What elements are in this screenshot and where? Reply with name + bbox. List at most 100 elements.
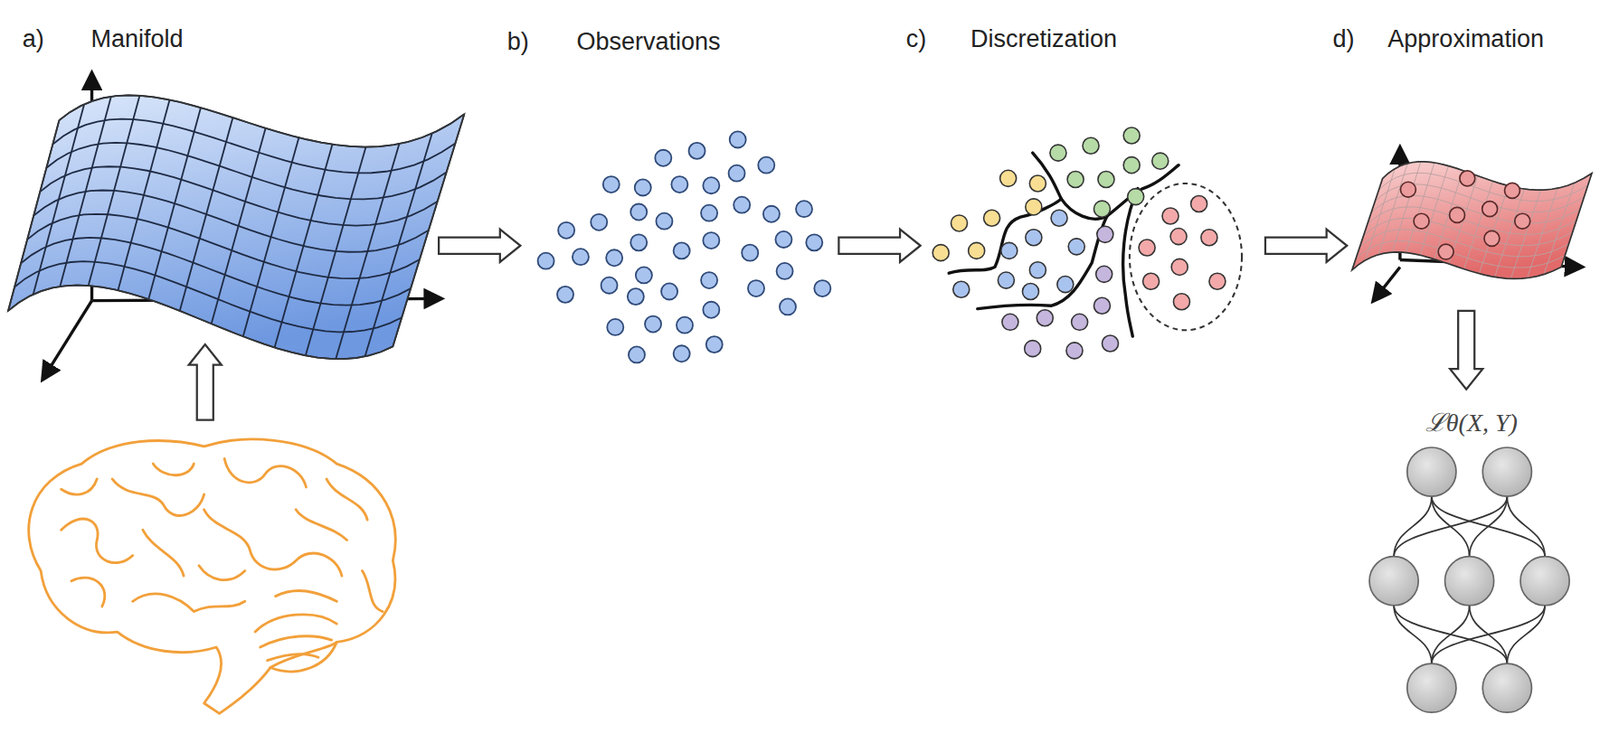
cluster-dot — [1170, 228, 1187, 246]
observation-dot — [776, 263, 794, 280]
grid-line — [1355, 240, 1565, 268]
neural-network — [1369, 447, 1570, 713]
cluster-dot — [1123, 157, 1140, 174]
cluster-dot — [1067, 170, 1084, 188]
observation-dot — [763, 206, 780, 223]
network-neuron — [1445, 557, 1495, 606]
observation-dot — [805, 234, 823, 251]
cluster-dot — [997, 272, 1014, 289]
grid-line — [20, 237, 411, 306]
observation-dot — [661, 283, 678, 300]
network-neuron — [1482, 447, 1532, 497]
observation-dot — [605, 249, 623, 266]
approx-surface — [1352, 161, 1592, 280]
cluster-dot — [1050, 144, 1067, 161]
observation-dot — [606, 319, 624, 336]
cluster-dot — [1162, 208, 1179, 225]
sample-dot — [1449, 207, 1466, 223]
manifold-surface — [8, 94, 464, 360]
discretized-dots — [932, 127, 1226, 360]
network-link — [1393, 496, 1432, 558]
cluster-dot — [1173, 293, 1190, 311]
network-link — [1431, 605, 1470, 664]
cluster-dot — [1096, 265, 1113, 283]
surface-outline — [1352, 161, 1592, 280]
cluster-dot — [968, 242, 985, 259]
network-neuron — [1369, 557, 1419, 606]
sample-dot — [1505, 182, 1521, 199]
observation-dot — [814, 280, 831, 297]
panel-letter: b) — [507, 29, 530, 55]
cluster-dot — [1171, 258, 1188, 275]
cluster-dot — [1123, 127, 1140, 144]
cluster-dot — [1082, 137, 1099, 154]
observation-dot — [557, 286, 574, 303]
observation-dot — [706, 336, 723, 353]
panel-letter: c) — [906, 27, 928, 52]
network-link — [1469, 496, 1508, 558]
cluster-dot — [1025, 229, 1042, 247]
network-link — [1506, 496, 1545, 558]
sample-dot — [1438, 244, 1454, 260]
network-neuron — [1520, 557, 1570, 606]
grid-line — [8, 284, 393, 360]
observation-dot — [702, 302, 720, 319]
surface-fill — [8, 94, 464, 360]
cluster-dot — [953, 281, 970, 298]
observation-dot — [572, 248, 589, 266]
cluster-dot — [1143, 273, 1160, 290]
observation-dot — [702, 232, 720, 249]
panel-title: Manifold — [90, 27, 183, 52]
surface-outline — [8, 94, 464, 360]
cluster-dot — [1066, 342, 1083, 360]
observation-dot — [654, 150, 672, 167]
cluster-dot — [1098, 170, 1115, 188]
network-link — [1393, 605, 1432, 664]
sample-dot — [1413, 213, 1430, 229]
grid-line — [39, 166, 437, 226]
observation-dot — [757, 157, 775, 174]
panel-title: Observations — [576, 29, 720, 55]
sample-dot — [1484, 230, 1500, 247]
observation-dot — [635, 266, 653, 284]
cluster-dot — [1024, 340, 1042, 358]
cluster-dot — [1093, 297, 1110, 314]
network-link — [1431, 605, 1545, 664]
cluster-dot — [1001, 242, 1018, 259]
cluster-dot — [1191, 195, 1208, 212]
grid-line — [1352, 252, 1562, 280]
observation-dot — [634, 179, 652, 196]
brain — [28, 439, 396, 714]
cluster-dot — [1057, 276, 1074, 294]
observation-dot — [630, 204, 647, 221]
observation-dot — [676, 317, 693, 334]
observation-dot — [673, 345, 691, 362]
observation-dot — [700, 272, 718, 289]
observation-dot — [628, 346, 645, 363]
cluster-dot — [1127, 189, 1145, 206]
observation-dot — [655, 213, 673, 230]
cluster-dot — [1201, 229, 1218, 247]
observation-dot — [601, 277, 618, 294]
observation-dot — [747, 280, 765, 297]
observation-dot — [689, 142, 706, 160]
network-neuron — [1482, 663, 1532, 713]
sample-dot — [1482, 201, 1498, 218]
cluster-dot — [1152, 152, 1169, 170]
cluster-dot — [932, 245, 949, 262]
surface-fill — [1352, 161, 1592, 280]
observation-dot — [590, 214, 607, 231]
grid-line — [1371, 195, 1581, 224]
loss-formula: ℒθ(X, Y) — [1425, 410, 1518, 436]
network-neuron — [1407, 663, 1457, 713]
observation-dot — [741, 245, 758, 262]
observation-dot — [733, 197, 750, 214]
observation-dot — [558, 222, 575, 239]
cluster-dot — [1071, 313, 1089, 331]
observation-dot — [627, 288, 644, 305]
cluster-dot — [1022, 283, 1039, 300]
panel-title: Discretization — [970, 27, 1118, 52]
observation-dot — [538, 253, 555, 270]
cluster-dot — [1138, 239, 1156, 256]
